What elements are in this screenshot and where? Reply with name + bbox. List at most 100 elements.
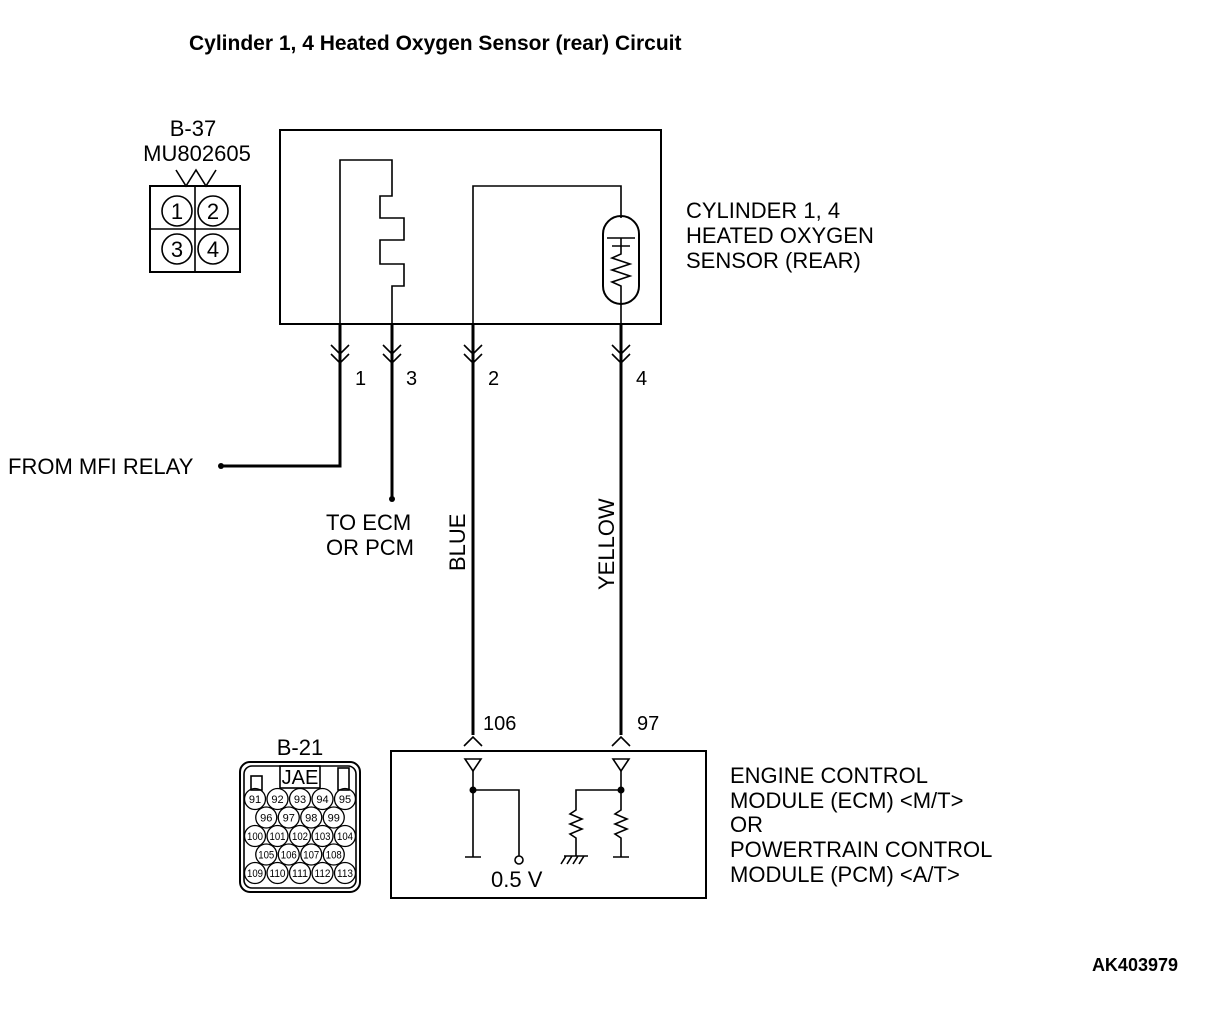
ecm-terminal-chevron-icon: [611, 735, 631, 747]
wire-end-dot: [389, 496, 395, 502]
connector-b21-pin-label: 106: [281, 850, 297, 862]
connector-b21-pin-label: 96: [260, 813, 272, 825]
connector-b37-key: [175, 168, 217, 188]
connector-b21-pin-label: 110: [270, 868, 286, 880]
connector-b37-pin-label: 3: [171, 237, 183, 262]
voltage-label: 0.5 V: [491, 867, 543, 892]
connector-b21-pin-label: 107: [303, 850, 319, 862]
connector-b21-pin: [333, 824, 357, 848]
wire-end-dot: [218, 463, 224, 469]
ecm-module: 0.5 V ENGINE CONTROL MODULE (ECM) <M/T> …: [390, 750, 992, 899]
connector-b21-pin: [311, 861, 334, 885]
ecm-pulldown-resistor-icon: [567, 789, 621, 856]
connector-b21-pin: [288, 861, 312, 885]
ecm-pin-blue: 106: [483, 713, 516, 735]
connector-b21-pin: [322, 843, 345, 866]
connector-b21-pin-label: 108: [326, 850, 342, 862]
connector-b37-pin: [161, 195, 193, 227]
ecm-input-blue-line: [465, 771, 481, 858]
connector-b21-pin-label: 93: [294, 794, 306, 806]
connector-b21-pin-label: 101: [270, 831, 286, 843]
connector-b21-pin: [277, 806, 300, 829]
module-label-line: MODULE (ECM) <M/T>: [730, 788, 963, 813]
ecm-pin-yellow: 97: [637, 713, 659, 735]
connector-b21-pin: [255, 806, 278, 829]
ecm-resistor-icon: [612, 771, 630, 858]
connector-b37-part-number: MU802605: [143, 141, 251, 166]
connector-b21-pin-label: 103: [315, 831, 331, 843]
from-mfi-relay-label: FROM MFI RELAY: [8, 454, 194, 479]
connector-b21-pin: [300, 843, 323, 866]
diagram-title: Cylinder 1, 4 Heated Oxygen Sensor (rear…: [189, 32, 682, 55]
connector-b21-pin-label: 102: [292, 831, 308, 843]
ecm-input-yellow-icon: [611, 758, 631, 773]
connector-b21-pin-label: 105: [258, 850, 274, 862]
ecm-input-blue-icon: [463, 758, 483, 773]
connector-b21-pin: [255, 843, 278, 866]
connector-b21-pin: [266, 787, 289, 811]
heater-element-icon: [339, 159, 405, 324]
connector-b37: B-37 MU802605 1 2 3 4: [143, 116, 251, 273]
connector-b37-pin-label: 4: [207, 237, 219, 262]
connector-b21-body: [239, 761, 361, 893]
connector-b21-pin: [277, 843, 300, 866]
ecm-terminal-chevron-icon: [463, 735, 483, 747]
module-label-line: MODULE (PCM) <A/T>: [730, 862, 960, 887]
connector-b21-pin-label: 112: [315, 868, 331, 880]
connector-b21-pin: [311, 787, 334, 811]
connector-b37-pin: [161, 233, 193, 265]
wire-color-blue: BLUE: [445, 514, 470, 571]
wire-color-yellow: YELLOW: [594, 498, 619, 590]
sensor-pin-label: 2: [488, 368, 499, 390]
connector-b21-tag: JAE: [282, 767, 319, 789]
voltage-source-icon: [514, 855, 524, 865]
connector-b21-pin: [333, 861, 357, 885]
connector-b21-pin-label: 104: [337, 831, 353, 843]
connector-b21-pin: [266, 824, 289, 848]
ecm-module-box: [390, 750, 707, 899]
connector-b37-pin: [197, 233, 229, 265]
connector-b21-pin: [243, 824, 267, 848]
connector-b21-pin-label: 109: [247, 868, 263, 880]
sensor-signal-wire: [472, 185, 622, 324]
sensor-pin-label: 4: [636, 368, 647, 390]
connector-b21-pin-label: 95: [339, 794, 351, 806]
connector-b21-pin: [322, 806, 345, 829]
module-label-line: ENGINE CONTROL: [730, 763, 928, 788]
connector-b21-pin-label: 100: [247, 831, 263, 843]
oxygen-sensor-box: [279, 129, 662, 325]
connector-b21-pin: [288, 824, 312, 848]
module-label-line: OR: [730, 812, 763, 837]
connector-b21-pin-label: 111: [292, 868, 308, 880]
sensor-resistor-icon: [609, 246, 633, 324]
to-ecm-label-line: TO ECM: [326, 510, 411, 535]
connector-b21-pin-label: 113: [337, 868, 353, 880]
connector-b21-pin-label: 92: [271, 794, 283, 806]
connector-b21-pin-label: 97: [283, 813, 295, 825]
figure-code: AK403979: [1092, 955, 1178, 975]
ecm-bias-line: [473, 789, 520, 856]
sensor-terminals: 1 3 2 4: [330, 344, 647, 390]
connector-b21-pin: [333, 787, 357, 811]
sensor-label-line: SENSOR (REAR): [686, 248, 861, 273]
connector-b37-pin-label: 2: [207, 199, 219, 224]
oxygen-sensor: CYLINDER 1, 4 HEATED OXYGEN SENSOR (REAR…: [279, 129, 874, 325]
ground-icon: [560, 855, 588, 865]
to-ecm-label-line: OR PCM: [326, 535, 414, 560]
connector-b21-pin: [243, 861, 267, 885]
connector-b21-pin-label: 98: [305, 813, 317, 825]
sensor-label-line: HEATED OXYGEN: [686, 223, 874, 248]
wire-mfi-relay: [222, 324, 342, 468]
connector-b37-id: B-37: [170, 116, 216, 141]
connector-b21-pin: [243, 787, 267, 811]
connector-b21-id: B-21: [277, 735, 323, 760]
connector-b21-pin-label: 99: [328, 813, 340, 825]
connector-b21-pin: [266, 861, 289, 885]
sensor-pin-label: 1: [355, 368, 366, 390]
connector-b37-pin-label: 1: [171, 199, 183, 224]
connector-b21-pin: [311, 824, 334, 848]
connector-b37-pin: [197, 195, 229, 227]
sensor-pin-label: 3: [406, 368, 417, 390]
